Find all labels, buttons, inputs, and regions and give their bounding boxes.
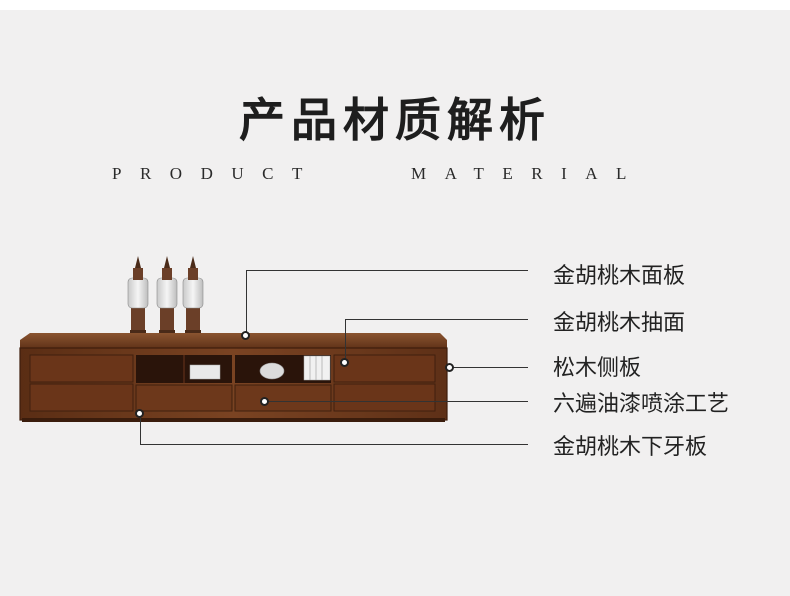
- subtitle-material: MATERIAL: [411, 164, 645, 183]
- label-lower-apron: 金胡桃木下牙板: [553, 435, 708, 460]
- callout-line-top-panel-v: [246, 270, 247, 335]
- label-paint-process: 六遍油漆喷涂工艺: [553, 392, 730, 417]
- callout-line-paint: [265, 401, 528, 402]
- label-top-panel: 金胡桃木面板: [553, 264, 686, 289]
- callout-dot-paint: [260, 397, 269, 406]
- callout-line-drawer-face-v: [345, 319, 346, 361]
- callout-dot-side-panel: [445, 363, 454, 372]
- callout-line-side-panel: [450, 367, 528, 368]
- callout-line-drawer-face-h: [345, 319, 528, 320]
- label-side-panel: 松木侧板: [553, 356, 642, 381]
- cabinet-top-panel: [20, 333, 447, 350]
- callout-line-lower-apron-h: [140, 444, 528, 445]
- label-drawer-face: 金胡桃木抽面: [553, 311, 686, 336]
- callout-line-lower-apron-v: [140, 414, 141, 444]
- callout-dot-top-panel: [241, 331, 250, 340]
- callout-dot-drawer-face: [340, 358, 349, 367]
- callout-line-top-panel-h: [246, 270, 528, 271]
- top-strip: [0, 0, 790, 10]
- decor-vases: [127, 256, 204, 336]
- callout-dot-lower-apron: [135, 409, 144, 418]
- subtitle-product: PRODUCT: [112, 164, 321, 183]
- page-title: 产品材质解析: [239, 93, 551, 147]
